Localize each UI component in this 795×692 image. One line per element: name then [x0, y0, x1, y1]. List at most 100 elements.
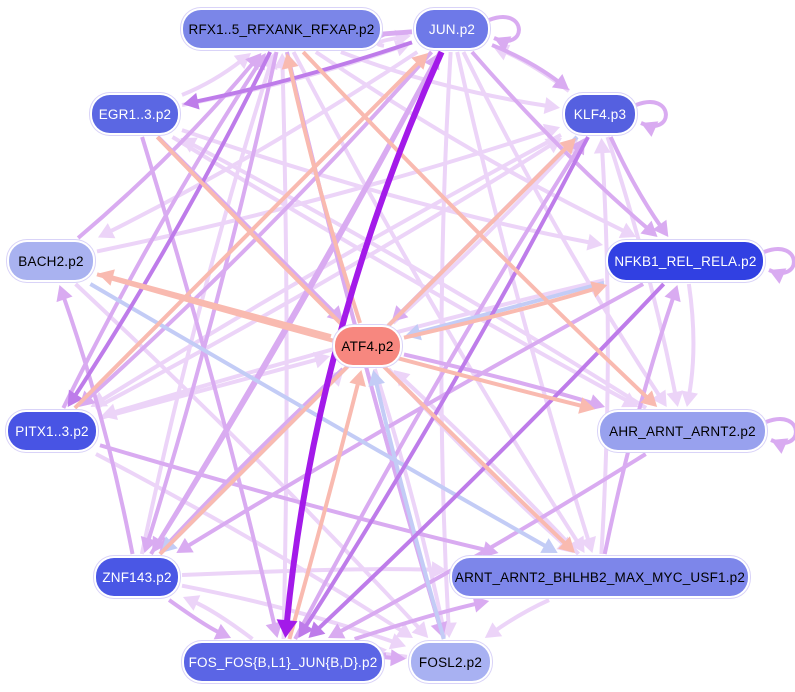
edge-arrowhead	[140, 535, 158, 553]
edge-arrowhead	[98, 269, 115, 286]
edge-arrowhead	[390, 649, 406, 667]
edge-arrowhead	[578, 397, 595, 414]
node-FOSL2.p2[interactable]: FOSL2.p2	[411, 643, 490, 681]
node-ATF4.p2[interactable]: ATF4.p2	[335, 327, 400, 365]
edge	[287, 63, 362, 324]
edge	[181, 128, 593, 245]
edge-arrowhead	[586, 233, 603, 251]
edge-arrowhead	[551, 73, 570, 90]
edge-arrowhead	[276, 619, 298, 638]
edge-arrowhead	[56, 285, 73, 303]
edge-arrowhead	[681, 390, 698, 407]
edge	[61, 61, 262, 409]
edge	[192, 599, 254, 641]
edge	[376, 35, 401, 48]
edge	[608, 136, 664, 229]
edge	[96, 128, 550, 254]
edge	[94, 142, 554, 410]
edge	[686, 283, 696, 397]
edge-arrowhead	[233, 53, 251, 70]
edge	[73, 59, 422, 410]
edge-arrowhead	[559, 138, 576, 155]
edge-arrowhead	[484, 622, 503, 638]
edge-arrowhead	[641, 121, 659, 137]
edge-arrowhead	[666, 390, 684, 407]
edge	[149, 62, 436, 556]
edge-arrowhead	[388, 633, 406, 650]
edge	[185, 282, 645, 549]
edge-arrowhead	[328, 623, 346, 639]
edge	[340, 50, 550, 109]
edge-arrowhead	[368, 370, 385, 387]
edge	[373, 380, 446, 640]
edge-arrowhead	[411, 621, 429, 638]
edge	[391, 145, 572, 325]
edge	[193, 40, 413, 104]
node-ZNF143.p2[interactable]: ZNF143.p2	[96, 558, 178, 596]
edge	[461, 51, 663, 399]
edge-arrowhead	[593, 138, 611, 154]
edge-arrowhead	[349, 370, 366, 387]
edge-arrowhead	[78, 390, 96, 407]
edge-arrowhead	[176, 537, 194, 553]
edge	[337, 452, 647, 635]
edge	[403, 286, 597, 340]
edge	[599, 149, 610, 555]
edge	[99, 133, 562, 403]
edge	[165, 367, 345, 546]
node-BACH2.p2[interactable]: BACH2.p2	[9, 242, 93, 280]
edge-arrowhead	[771, 438, 789, 454]
edge-arrowhead	[395, 622, 413, 638]
edge-arrowhead	[558, 536, 575, 553]
edge-arrowhead	[411, 53, 429, 70]
node-EGR1..3.p2[interactable]: EGR1..3.p2	[92, 95, 178, 133]
edge	[140, 136, 277, 628]
edge	[145, 51, 279, 543]
edge	[99, 357, 320, 420]
edge	[415, 280, 605, 335]
node-RFX1..5_RFXANK_RFXAP.p2[interactable]: RFX1..5_RFXANK_RFXAP.p2	[183, 10, 380, 48]
node-JUN.p2[interactable]: JUN.p2	[416, 10, 488, 48]
edge-arrowhead	[183, 595, 201, 611]
node-NFKB1_REL_RELA.p2[interactable]: NFKB1_REL_RELA.p2	[608, 242, 763, 280]
edge	[181, 567, 436, 578]
edge	[287, 380, 361, 640]
edge-arrowhead	[326, 305, 344, 322]
edge	[61, 295, 135, 555]
edge	[470, 50, 651, 232]
node-AHR_ARNT_ARNT2.p2[interactable]: AHR_ARNT_ARNT2.p2	[600, 412, 765, 450]
edge	[372, 368, 446, 628]
edge-arrowhead	[543, 97, 560, 114]
edge	[302, 136, 590, 630]
edge	[315, 282, 666, 632]
edge-arrowhead	[431, 561, 447, 579]
edge-arrowhead	[67, 389, 84, 407]
edge	[354, 601, 479, 641]
edge-arrowhead	[308, 621, 326, 638]
node-ARNT_ARNT2_BHLHB2_MAX_MYC_USF1.p2[interactable]: ARNT_ARNT2_BHLHB2_MAX_MYC_USF1.p2	[452, 558, 748, 596]
edge	[280, 64, 289, 640]
edge	[301, 50, 651, 401]
edge-arrowhead	[640, 390, 658, 407]
node-FOS_FOS{B,L1}_JUN{B,D}.p2[interactable]: FOS_FOS{B,L1}_JUN{B,D}.p2	[184, 643, 382, 681]
node-KLF4.p3[interactable]: KLF4.p3	[565, 95, 635, 133]
edge-arrowhead	[494, 36, 512, 52]
edge-arrowhead	[281, 53, 299, 70]
node-PITX1..3.p2[interactable]: PITX1..3.p2	[8, 412, 96, 450]
edge-arrowhead	[651, 389, 667, 407]
edge-arrowhead	[265, 621, 283, 638]
edge-arrowhead	[183, 92, 200, 110]
edge	[107, 50, 419, 235]
edge-arrowhead	[298, 620, 314, 638]
edge-arrowhead	[640, 220, 658, 237]
edge-arrowhead	[769, 268, 787, 284]
edge-arrowhead	[472, 595, 490, 613]
edge	[293, 146, 581, 640]
edge-arrowhead	[98, 223, 116, 239]
edge-arrowhead	[618, 222, 637, 238]
edge	[108, 274, 332, 339]
edge	[72, 51, 272, 399]
edge-arrowhead	[313, 351, 330, 369]
